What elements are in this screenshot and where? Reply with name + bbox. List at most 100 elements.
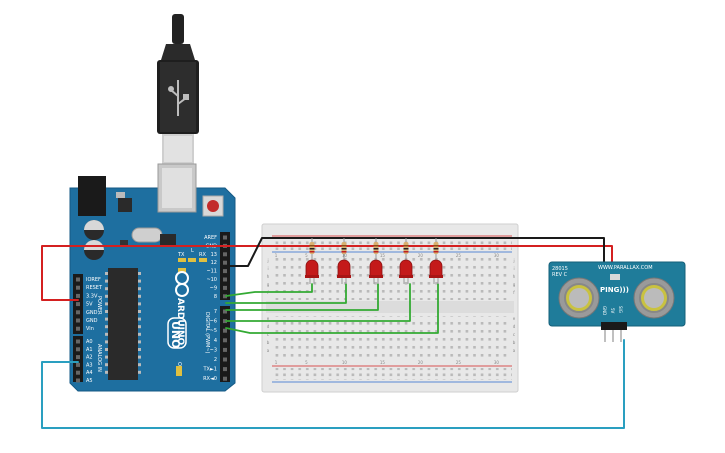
cyan-wire-a0[interactable] [41, 339, 625, 429]
row-letter: a [267, 348, 270, 353]
reset-button[interactable] [202, 195, 224, 217]
row-letter: g [267, 282, 270, 287]
pin-label: ~9 [210, 285, 217, 291]
pin-label: ~5 [210, 328, 217, 334]
pin-label: 4 [214, 338, 217, 344]
led-label-rx: RX [199, 252, 206, 258]
column-number: 10 [342, 253, 348, 258]
power-jack [78, 176, 106, 216]
header-pin[interactable] [76, 277, 80, 282]
column-number: 1 [275, 360, 278, 365]
led-1[interactable] [305, 238, 319, 284]
row-letter: b [267, 340, 270, 345]
header-pin[interactable] [76, 370, 80, 375]
pin-label: A3 [86, 362, 93, 368]
header-pin[interactable] [223, 367, 227, 372]
column-number: 15 [380, 253, 386, 258]
pin-label: A0 [86, 339, 93, 345]
pin-label: A1 [86, 347, 93, 353]
header-pin[interactable] [223, 235, 227, 240]
sensor-pins[interactable] [604, 330, 622, 342]
row-letter: j [266, 258, 268, 263]
header-pin[interactable] [76, 285, 80, 290]
header-pin[interactable] [76, 318, 80, 323]
green-wire-pin7[interactable] [225, 283, 411, 322]
arduino-uno-board[interactable]: L TX RX ARDUINO UNO ON AREFGND1312~11~10… [69, 163, 236, 392]
uno-badge: UNO [167, 317, 187, 349]
row-letter: f [513, 290, 515, 295]
header-pin[interactable] [76, 362, 80, 367]
header-pin[interactable] [223, 277, 227, 282]
column-number: 30 [494, 360, 500, 365]
led-array [305, 238, 443, 284]
header-pin[interactable] [223, 357, 227, 362]
atmega-chip [105, 268, 141, 380]
header-pin[interactable] [76, 310, 80, 315]
led-3[interactable] [369, 238, 383, 284]
green-wire-pin6[interactable] [225, 283, 439, 334]
header-pin[interactable] [223, 347, 227, 352]
usb-cable [157, 14, 199, 164]
led-4[interactable] [399, 238, 413, 284]
header-pin[interactable] [223, 309, 227, 314]
header-pin[interactable] [223, 260, 227, 265]
arduino-brand: ARDUINO [175, 298, 185, 346]
arduino-logo [175, 271, 189, 297]
header-pin[interactable] [223, 269, 227, 274]
pin-label: 2 [214, 357, 217, 363]
column-number: 10 [342, 360, 348, 365]
analog-title: ANALOG IN [96, 344, 102, 372]
header-pin[interactable] [223, 252, 227, 257]
header-pin[interactable] [76, 293, 80, 298]
header-pin[interactable] [76, 378, 80, 383]
header-pin[interactable] [223, 285, 227, 290]
green-wire-pin10[interactable] [225, 283, 313, 297]
green-wire-pin8[interactable] [225, 283, 379, 311]
pin-label: 8 [214, 294, 217, 300]
header-pin[interactable] [76, 339, 80, 344]
on-label: ON [176, 362, 182, 370]
row-letter: d [267, 324, 270, 329]
led-5[interactable] [429, 238, 443, 284]
header-pin[interactable] [76, 302, 80, 307]
sensor-transducer-left [558, 277, 600, 319]
usb-icon [168, 80, 189, 116]
sensor-name: PING))) [600, 286, 629, 294]
header-pin[interactable] [223, 376, 227, 381]
red-wire-5v[interactable] [41, 245, 613, 301]
row-letter: e [513, 316, 516, 321]
capacitor-2 [84, 240, 104, 260]
row-letter: c [267, 332, 269, 337]
header-pin[interactable] [223, 338, 227, 343]
pin-label: 13 [211, 252, 217, 258]
pin-label: ~10 [206, 277, 217, 283]
pin-label: ~3 [210, 347, 217, 353]
sensor-pin-sig: SIG [618, 306, 623, 313]
sensor-pin-gnd: GND [602, 306, 607, 315]
header-pin[interactable] [223, 319, 227, 324]
header-pin[interactable] [223, 328, 227, 333]
header-pin[interactable] [223, 294, 227, 299]
header-pin[interactable] [76, 355, 80, 360]
sensor-part: 28015 [552, 266, 568, 272]
header-pin[interactable] [76, 326, 80, 331]
row-letter: b [513, 340, 516, 345]
pin-label: 5V [86, 302, 93, 308]
sensor-rev: REV C [552, 272, 568, 278]
header-pin[interactable] [76, 347, 80, 352]
led-indicators: L TX RX [177, 248, 207, 272]
black-wire-gnd[interactable] [225, 237, 605, 273]
column-number: 5 [305, 253, 308, 258]
row-letter: a [513, 348, 516, 353]
row-letter: i [513, 266, 514, 271]
ultrasonic-sensor[interactable]: WWW.PARALLAX.COM 28015 REV C PING))) GND… [548, 261, 686, 342]
pin-label: 7 [214, 309, 217, 315]
led-2[interactable] [337, 238, 351, 284]
green-wire-pin9[interactable] [225, 283, 347, 304]
sensor-url: WWW.PARALLAX.COM [598, 265, 653, 271]
